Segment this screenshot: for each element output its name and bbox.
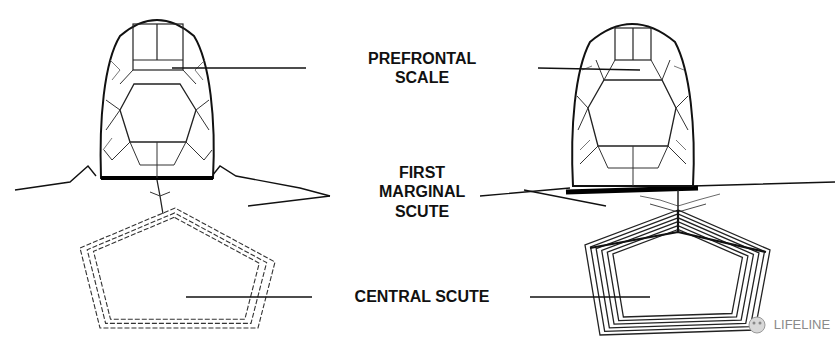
watermark: LIFELINE [774,317,830,333]
part-label: CENTRAL SCUTE [355,287,490,306]
watermark-icon [749,317,765,333]
part-label: PREFRONTAL SCALE [368,49,476,87]
right-specimen [480,24,835,335]
leader-lines [172,68,650,297]
left-specimen [15,20,330,328]
part-label: FIRST MARGINAL SCUTE [379,163,465,221]
